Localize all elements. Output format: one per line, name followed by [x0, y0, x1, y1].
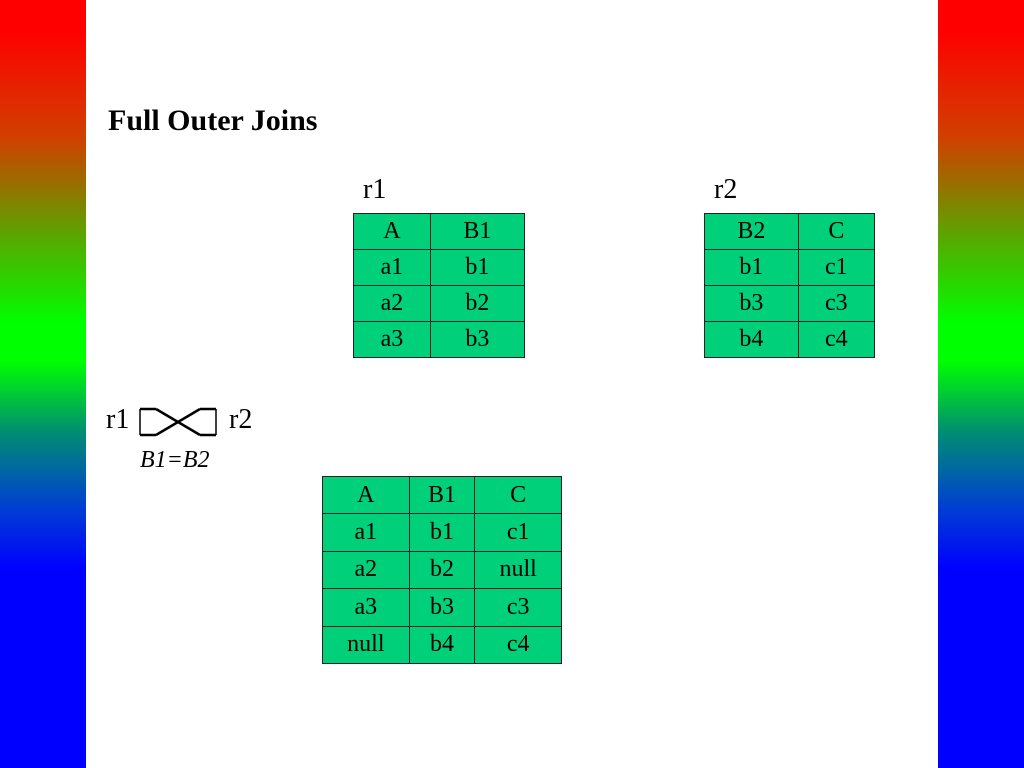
table-cell: b1 — [704, 249, 799, 286]
table-cell: null — [322, 625, 410, 665]
table-row: b4 c4 — [704, 321, 876, 358]
full-outer-join-icon — [139, 407, 217, 437]
table-cell: c3 — [797, 285, 876, 322]
table-cell: c1 — [474, 513, 562, 552]
table-header-cell: C — [797, 213, 876, 250]
table-cell: b2 — [408, 550, 476, 590]
table-cell: b2 — [429, 285, 526, 322]
table-row: a1 b1 c1 — [322, 513, 562, 552]
table-cell: a3 — [353, 321, 431, 358]
r2-table: B2 C b1 c1 b3 c3 b4 c4 — [704, 213, 876, 358]
table-cell: a1 — [322, 513, 410, 552]
left-gradient-bar — [0, 0, 86, 768]
table-cell: b4 — [408, 625, 476, 665]
table-row: a1 b1 — [353, 249, 526, 286]
table-header-cell: A — [322, 475, 410, 515]
table-cell: b4 — [704, 321, 799, 358]
table-cell: b3 — [704, 285, 799, 322]
table-cell: a2 — [353, 285, 431, 322]
table-row: a3 b3 — [353, 321, 526, 358]
slide-title: Full Outer Joins — [108, 104, 318, 137]
table-row: A B1 — [353, 213, 526, 250]
table-cell: c4 — [474, 625, 562, 665]
table-row: a2 b2 null — [322, 550, 562, 590]
r2-label: r2 — [714, 174, 738, 205]
table-header-cell: B2 — [704, 213, 799, 250]
table-cell: null — [474, 550, 562, 590]
table-cell: c4 — [797, 321, 876, 358]
table-header-cell: C — [474, 475, 562, 515]
join-condition: B1=B2 — [140, 447, 210, 473]
table-header-cell: B1 — [429, 213, 526, 250]
table-row: b1 c1 — [704, 249, 876, 286]
table-cell: b3 — [408, 588, 476, 627]
table-header-cell: A — [353, 213, 431, 250]
table-cell: a3 — [322, 588, 410, 627]
join-left-operand: r1 — [106, 404, 130, 435]
table-cell: a1 — [353, 249, 431, 286]
table-row: B2 C — [704, 213, 876, 250]
result-table: A B1 C a1 b1 c1 a2 b2 null a3 b3 c3 null… — [322, 475, 562, 665]
table-row: null b4 c4 — [322, 625, 562, 665]
join-right-operand: r2 — [229, 404, 253, 435]
table-cell: c3 — [474, 588, 562, 627]
table-cell: c1 — [797, 249, 876, 286]
table-cell: b1 — [408, 513, 476, 552]
table-row: A B1 C — [322, 475, 562, 515]
table-row: a2 b2 — [353, 285, 526, 322]
table-row: b3 c3 — [704, 285, 876, 322]
r1-label: r1 — [363, 174, 387, 205]
right-gradient-bar — [938, 0, 1024, 768]
table-header-cell: B1 — [408, 475, 476, 515]
table-row: a3 b3 c3 — [322, 588, 562, 627]
table-cell: b3 — [429, 321, 526, 358]
table-cell: b1 — [429, 249, 526, 286]
table-cell: a2 — [322, 550, 410, 590]
r1-table: A B1 a1 b1 a2 b2 a3 b3 — [353, 213, 526, 358]
